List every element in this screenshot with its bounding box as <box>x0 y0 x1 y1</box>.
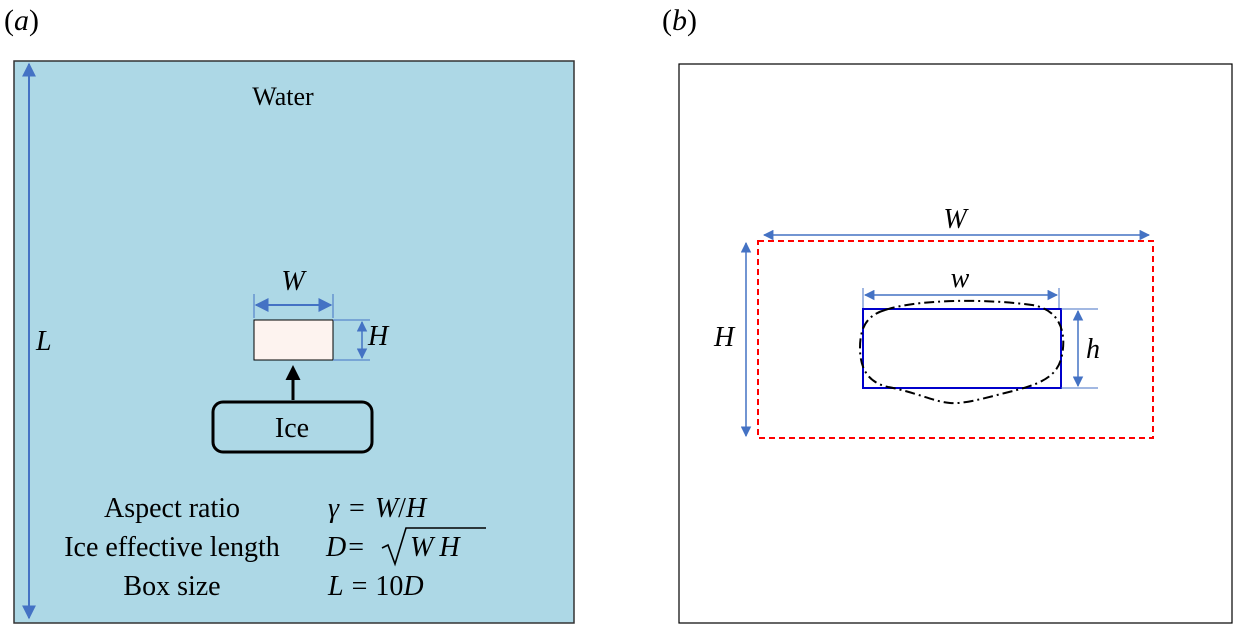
ice-label-box <box>211 400 374 454</box>
row-label-aspect-ratio: Aspect ratio <box>104 493 240 524</box>
ice-block <box>253 319 334 361</box>
dimension-H-label: H <box>367 321 390 352</box>
formula-aspect-ratio: γ=W/H <box>328 493 428 524</box>
dimension-W-label: W <box>281 266 307 297</box>
water-label: Water <box>252 82 314 111</box>
dimension-w-label: w <box>951 263 970 294</box>
dimension-h-label: h <box>1086 334 1100 365</box>
ice-label: Ice <box>275 413 309 444</box>
dimension-W-label-b: W <box>943 204 969 235</box>
formula-box-size: L=10D <box>327 571 424 602</box>
inner-rectangle <box>862 308 1062 389</box>
panel-a-label: (a) <box>4 4 39 37</box>
panel-b-label: (b) <box>662 4 697 37</box>
dimension-L-label: L <box>35 326 52 357</box>
formula-effective-length: D= <box>325 532 364 563</box>
dimension-H-label-b: H <box>713 322 736 353</box>
ice-outline <box>858 299 1065 405</box>
sqrt-symbol <box>381 527 486 567</box>
bounding-box-dashed <box>757 240 1154 439</box>
panel-b-frame <box>678 63 1233 624</box>
row-label-box-size: Box size <box>123 571 220 602</box>
row-label-effective-length: Ice effective length <box>64 532 280 563</box>
